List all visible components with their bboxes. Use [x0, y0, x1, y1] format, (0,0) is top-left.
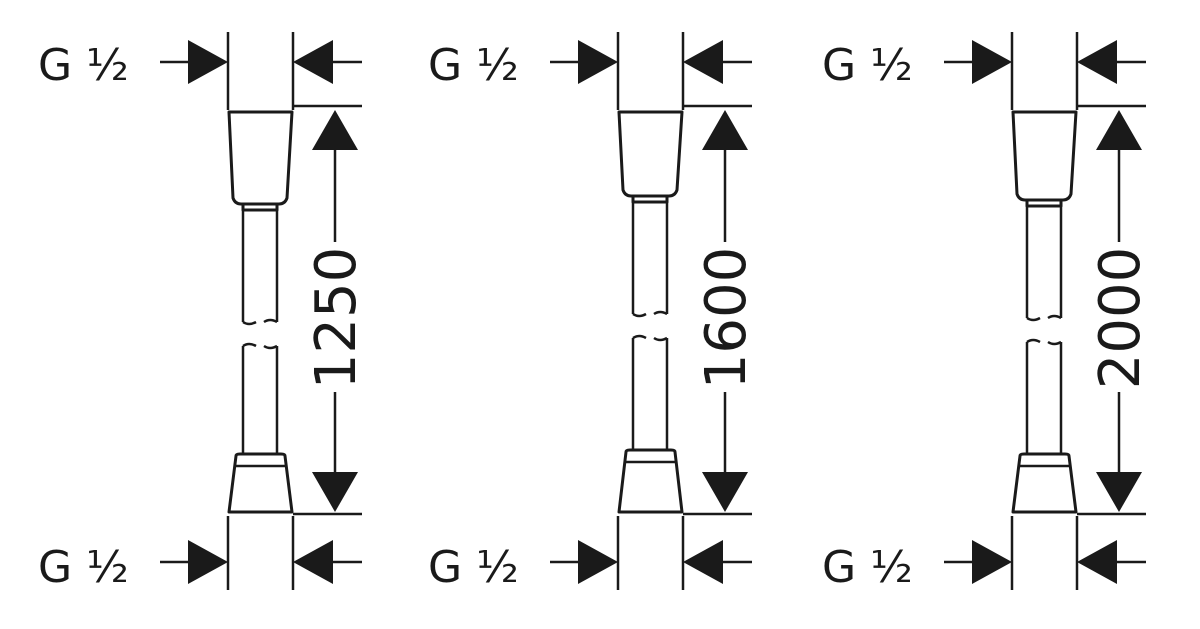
length-dimension: [1096, 110, 1142, 512]
hose-lower-segment: [631, 338, 669, 452]
top-thread-label: G ½: [822, 40, 913, 91]
hose-upper-segment: [241, 210, 279, 322]
bottom-thread-label: G ½: [428, 542, 519, 593]
length-dimension: [702, 110, 748, 512]
bottom-thread-label: G ½: [822, 542, 913, 593]
top-fitting: [227, 110, 294, 206]
length-label: 2000: [1088, 247, 1153, 390]
length-dimension: [312, 110, 358, 512]
bottom-fitting: [617, 448, 684, 514]
top-fitting: [1011, 110, 1078, 202]
hose-1250: G ½ 1250: [38, 32, 369, 593]
top-fitting: [617, 110, 684, 198]
bottom-thread-label: G ½: [38, 542, 129, 593]
hose-upper-segment: [631, 202, 669, 314]
hose-upper-segment: [1025, 206, 1063, 318]
length-label: 1600: [694, 247, 759, 390]
hose-lower-segment: [241, 346, 279, 456]
bottom-fitting: [227, 452, 294, 514]
hose-lower-segment: [1025, 342, 1063, 456]
hose-2000: G ½ 2000: [822, 32, 1153, 593]
bottom-fitting: [1011, 452, 1078, 514]
top-width-dimension: [944, 32, 1146, 110]
bottom-width-dimension: [550, 516, 752, 590]
hose-1600: G ½ 1600: [428, 32, 759, 593]
top-width-dimension: [550, 32, 752, 110]
top-width-dimension: [160, 32, 362, 110]
top-thread-label: G ½: [428, 40, 519, 91]
bottom-width-dimension: [160, 516, 362, 590]
top-thread-label: G ½: [38, 40, 129, 91]
length-label: 1250: [304, 247, 369, 390]
bottom-width-dimension: [944, 516, 1146, 590]
